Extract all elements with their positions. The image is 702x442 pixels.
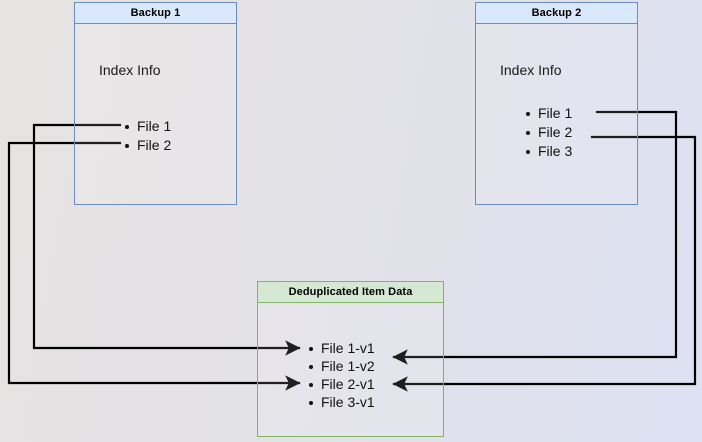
backup-1-title: Backup 1 — [130, 7, 181, 19]
backup-1-index-info-label: Index Info — [99, 62, 161, 78]
dedup-file-item[interactable]: File 1-v2 — [308, 357, 375, 375]
dedup-file-item[interactable]: File 1-v1 — [308, 339, 375, 357]
backup-2-body: Index Info File 1 File 2 File 3 — [476, 24, 637, 204]
dedup-title: Deduplicated Item Data — [288, 286, 413, 298]
dedup-file-item[interactable]: File 3-v1 — [308, 393, 375, 411]
backup-1-header: Backup 1 — [75, 3, 236, 24]
backup-1-box[interactable]: Backup 1 Index Info File 1 File 2 — [74, 2, 237, 205]
backup-2-file-item[interactable]: File 3 — [525, 142, 572, 161]
backup-1-file-item[interactable]: File 1 — [124, 117, 171, 136]
backup-1-body: Index Info File 1 File 2 — [75, 24, 236, 204]
backup-2-file-list: File 1 File 2 File 3 — [525, 104, 572, 161]
backup-1-file-list: File 1 File 2 — [124, 117, 171, 155]
backup-2-title: Backup 2 — [531, 7, 582, 19]
backup-2-file-item[interactable]: File 1 — [525, 104, 572, 123]
backup-2-header: Backup 2 — [476, 3, 637, 24]
dedup-file-list: File 1-v1 File 1-v2 File 2-v1 File 3-v1 — [308, 339, 375, 411]
backup-2-index-info-label: Index Info — [500, 62, 562, 78]
backup-2-file-item[interactable]: File 2 — [525, 123, 572, 142]
backup-2-box[interactable]: Backup 2 Index Info File 1 File 2 File 3 — [475, 2, 638, 205]
deduplicated-item-data-box[interactable]: Deduplicated Item Data File 1-v1 File 1-… — [257, 281, 444, 437]
backup-1-file-item[interactable]: File 2 — [124, 136, 171, 155]
dedup-header: Deduplicated Item Data — [258, 282, 443, 303]
dedup-body: File 1-v1 File 1-v2 File 2-v1 File 3-v1 — [258, 303, 443, 436]
dedup-file-item[interactable]: File 2-v1 — [308, 375, 375, 393]
